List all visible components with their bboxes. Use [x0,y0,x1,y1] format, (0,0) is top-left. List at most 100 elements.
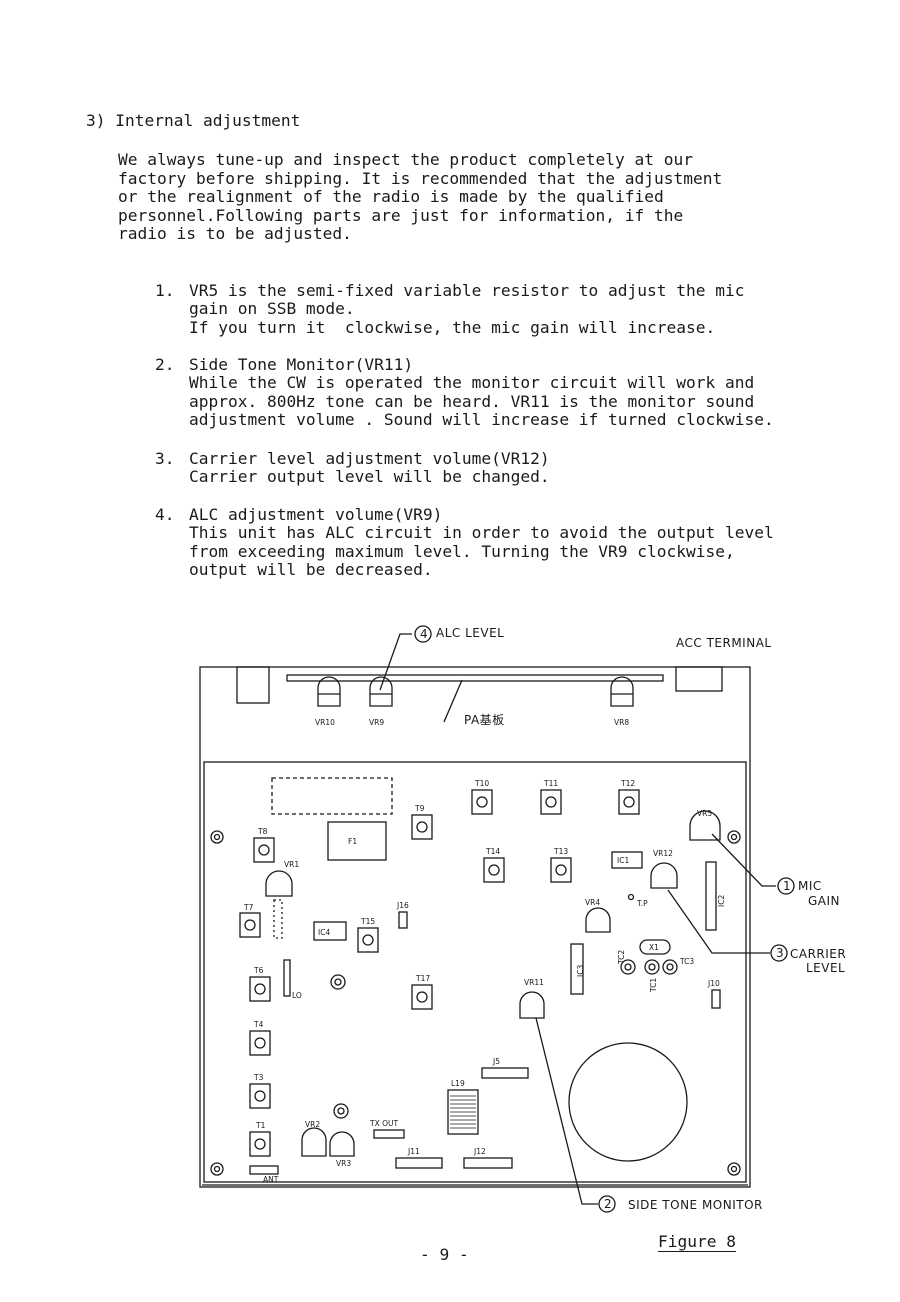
trimmer-cap-tc1 [644,959,660,975]
j10-connector [711,989,721,1009]
component-label: VR2 [305,1120,320,1129]
component-label: VR4 [585,898,600,907]
coil-t8 [253,837,275,863]
figure-caption: Figure 8 [658,1232,736,1251]
pa-leader [443,679,463,723]
component-label: T9 [414,804,425,813]
mounting-hole [330,974,346,990]
lo-connector [283,959,291,997]
component-label: TC3 [679,957,694,966]
ic2-chip [705,861,717,931]
acc-terminal-block [675,666,723,692]
alc-level-label: ALC LEVEL [436,626,504,640]
chassis-outline [199,666,751,1188]
acc-terminal-label: ACC TERMINAL [676,636,772,650]
pa-rail [286,674,664,682]
coil-t7 [239,912,261,938]
connector-strip [273,899,283,939]
list-item: 1.VR5 is the semi-fixed variable resisto… [116,263,745,356]
component-label: J5 [492,1057,500,1066]
component-label: T13 [553,847,568,856]
trimmer-cap-tc3 [662,959,678,975]
component-label: TC2 [617,950,626,965]
coil-t13 [550,857,572,883]
component-label: T11 [543,779,558,788]
list-item-number: 4. [154,504,175,524]
ic4-chip [313,921,347,941]
coil-t4 [249,1030,271,1056]
component-label: VR9 [369,718,384,727]
component-label: J12 [473,1147,486,1156]
component-label: X1 [649,943,659,952]
vr3-trimmer [329,1131,355,1157]
coil-t3 [249,1083,271,1109]
component-label: T.P [636,899,648,908]
coil-t6 [249,976,271,1002]
ant-connector [249,1165,279,1175]
j5-connector [481,1067,529,1079]
list-item-number: 1. [154,280,175,300]
component-label: IC3 [576,965,585,977]
mic-gain-leader [711,833,776,887]
coil-t10 [471,789,493,815]
intro-paragraph: We always tune-up and inspect the produc… [118,150,723,244]
component-label: L19 [451,1079,465,1088]
component-label: VR3 [336,1159,351,1168]
mounting-hole [210,1162,224,1176]
component-label: IC2 [717,895,726,907]
component-label: IC1 [617,856,629,865]
list-item-number: 3. [154,448,175,468]
callout-circle-4 [414,625,432,643]
coil-t15 [357,927,379,953]
tx-out-connector [373,1129,405,1139]
alc-leader [379,633,412,691]
component-label: T10 [474,779,489,788]
vr1-trimmer [265,870,293,897]
main-board [203,761,747,1183]
component-label: T12 [620,779,635,788]
component-label: T1 [255,1121,266,1130]
mic-gain-label: GAIN [808,894,840,908]
callout-number: 4 [420,627,428,641]
pa-board-label: PA基板 [464,713,505,727]
list-item: 3. Carrier level adjustment volume(VR12) … [116,431,550,505]
crystal-x1 [639,939,671,955]
component-label: J11 [407,1147,420,1156]
side-tone-monitor-label: SIDE TONE MONITOR [628,1198,763,1212]
filter-f1 [327,821,387,861]
trimmer-cap-tc2 [620,959,636,975]
speaker-circle [568,1042,688,1162]
component-label: J16 [396,901,409,910]
board-diagram: 4 ALC LEVEL ACC TERMINAL PA基板 1 MIC GAIN… [199,625,846,1213]
carrier-leader [667,889,770,954]
j16-connector [398,911,408,929]
dashed-module [271,777,393,815]
component-label: VR5 [697,809,712,818]
component-label: VR1 [284,860,299,869]
component-label: VR11 [524,978,544,987]
mic-gain-label: MIC [798,879,822,893]
vr2-trimmer [301,1127,327,1157]
list-item-text: Carrier level adjustment volume(VR12) Ca… [188,448,550,487]
callout-number: 3 [776,946,784,960]
vr10-trimmer [317,676,341,707]
vr5-trimmer [689,810,721,841]
left-bracket [236,666,270,704]
j11-connector [395,1157,443,1169]
coil-t12 [618,789,640,815]
mounting-hole [727,1162,741,1176]
list-item-text: ALC adjustment volume(VR9) This unit has… [188,504,774,580]
mounting-hole [333,1103,349,1119]
component-label: ANT [263,1175,279,1184]
carrier-level-label: LEVEL [806,961,845,975]
page-number: - 9 - [420,1245,469,1264]
component-label: VR12 [653,849,673,858]
ic3-chip [570,943,584,995]
coil-t17 [411,984,433,1010]
component-label: T17 [415,974,430,983]
list-item-number: 2. [154,354,175,374]
vr11-trimmer [519,991,545,1019]
callout-circle-1 [777,877,795,895]
component-label: T6 [253,966,264,975]
